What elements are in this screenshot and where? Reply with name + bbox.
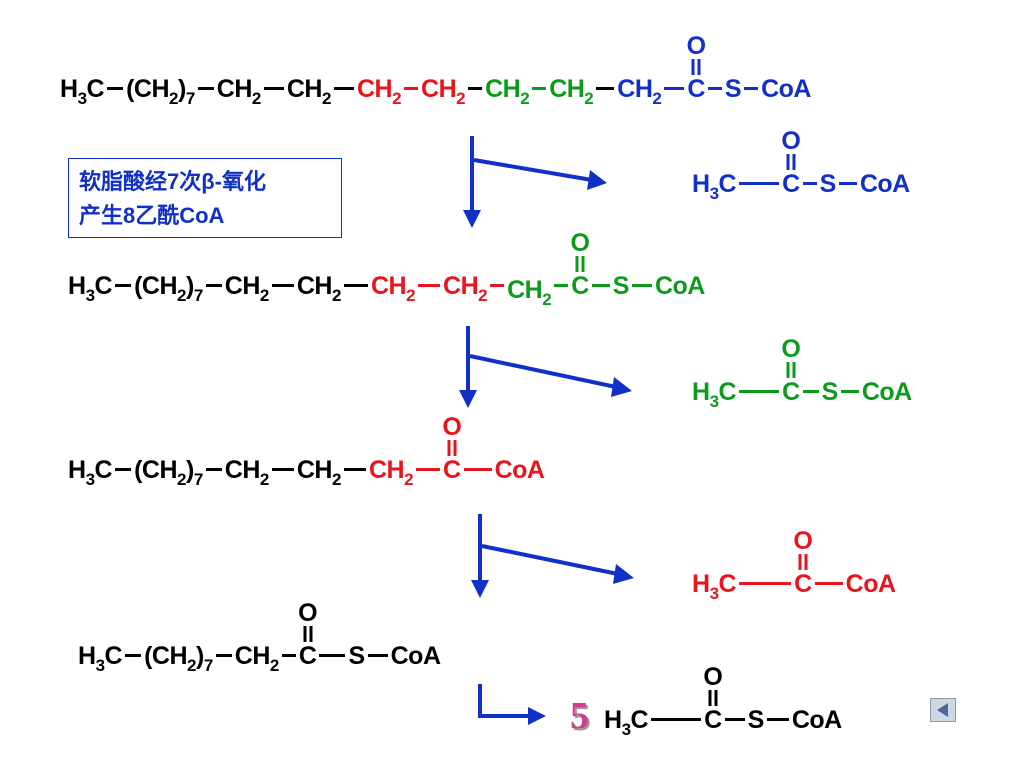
methyl-group: H3C xyxy=(68,272,113,305)
ch2-unit: CH2 xyxy=(224,456,270,489)
ch2-unit: CH2 xyxy=(421,75,466,108)
ch2-unit: CH2 xyxy=(216,75,262,108)
methyl-group: H3C xyxy=(692,170,737,203)
sulfur-atom: S xyxy=(348,642,365,670)
ch2-unit: CH2 xyxy=(368,456,414,489)
ch2-unit: CH2 xyxy=(617,75,662,108)
sulfur-atom: S xyxy=(819,170,837,198)
oxidation-note: 软脂酸经7次β-氧化 产生8乙酰CoA xyxy=(68,158,342,238)
sulfur-atom: S xyxy=(821,378,839,406)
coa-label: CoA xyxy=(791,706,842,734)
reaction-arrow-1 xyxy=(463,136,607,228)
note-line-1: 软脂酸经7次β-氧化 xyxy=(79,169,266,194)
ch2-unit: CH2 xyxy=(286,75,332,108)
methyl-group: H3C xyxy=(60,75,105,108)
ch2-chain-group: (CH2)7 xyxy=(134,456,203,489)
coa-label: CoA xyxy=(390,642,441,670)
methyl-group: H3C xyxy=(78,642,123,675)
coa-label: CoA xyxy=(494,456,545,484)
methyl-group: H3C xyxy=(68,456,113,489)
coa-label: CoA xyxy=(861,378,912,406)
coa-label: CoA xyxy=(761,75,811,103)
ch2-unit: CH2 xyxy=(443,272,488,305)
ch2-unit: CH2 xyxy=(507,276,552,309)
sulfur-atom: S xyxy=(612,272,630,300)
ch2-chain-group: (CH2)7 xyxy=(144,642,213,675)
ch2-unit: CH2 xyxy=(234,642,280,675)
sulfur-atom: S xyxy=(747,706,765,734)
ch2-unit: CH2 xyxy=(549,75,594,108)
coa-label: CoA xyxy=(845,570,896,598)
ch2-unit: CH2 xyxy=(356,75,402,108)
coa-label: CoA xyxy=(859,170,910,198)
ch2-unit: CH2 xyxy=(296,272,342,305)
note-line-2: 产生8乙酰CoA xyxy=(79,203,225,228)
reaction-arrow-4 xyxy=(478,684,546,725)
methyl-group: H3C xyxy=(692,378,737,411)
sulfur-atom: S xyxy=(724,75,742,103)
ch2-unit: CH2 xyxy=(296,456,342,489)
ch2-chain-group: (CH2)7 xyxy=(134,272,203,305)
reaction-arrow-3 xyxy=(471,514,634,598)
ch2-unit: CH2 xyxy=(224,272,270,305)
coa-label: CoA xyxy=(654,272,705,300)
ch2-chain-group: (CH2)7 xyxy=(126,75,195,108)
cycle-count: 5 xyxy=(570,695,589,737)
methyl-group: H3C xyxy=(692,570,737,603)
ch2-unit: CH2 xyxy=(370,272,416,305)
methyl-group: H3C xyxy=(604,706,649,739)
ch2-unit: CH2 xyxy=(485,75,530,108)
reaction-arrow-2 xyxy=(459,326,632,408)
previous-slide-button[interactable] xyxy=(930,698,956,722)
